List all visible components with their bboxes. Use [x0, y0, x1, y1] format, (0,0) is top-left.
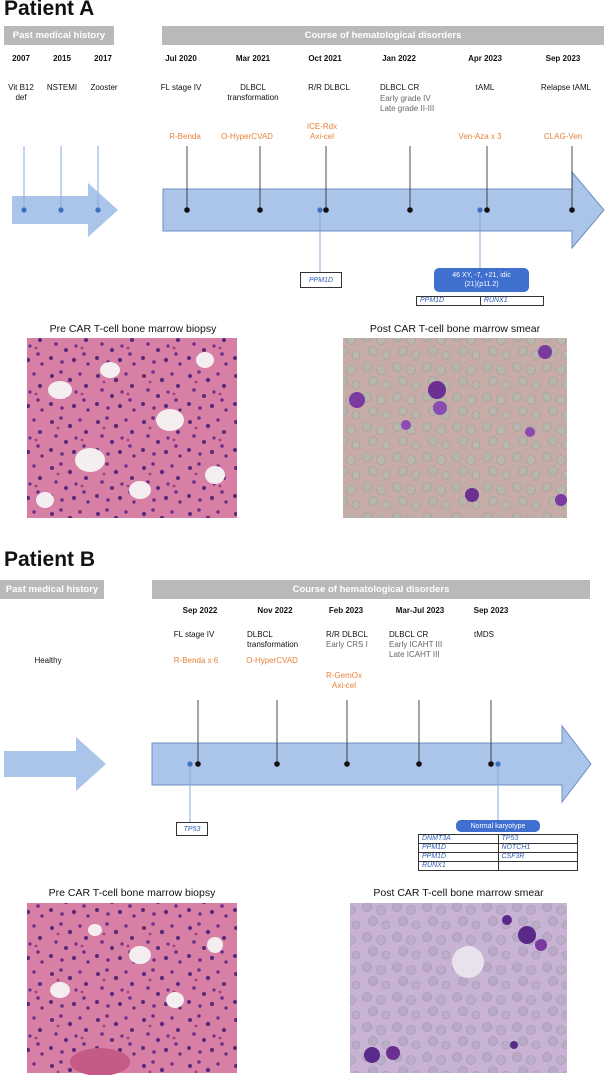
- treatment-label: R-Benda x 6: [173, 656, 219, 665]
- past-dot-2007: [21, 207, 27, 213]
- mutation-cell: RUNX1: [479, 296, 545, 306]
- post-image-title-a: Post CAR T-cell bone marrow smear: [369, 323, 541, 335]
- treatment-label: O-HyperCVAD: [221, 132, 273, 141]
- event-label: DLBCL transformation: [227, 83, 279, 102]
- past-history-label-a: Past medical history: [12, 30, 106, 41]
- course-arrow-a: [162, 170, 605, 250]
- mutation-cell: PPM1D: [418, 852, 499, 862]
- event-date: Sep 2023: [473, 606, 509, 615]
- post-smear-image-b: [350, 903, 567, 1073]
- treatment-label: O-HyperCVAD: [246, 656, 298, 665]
- event-label: tAML: [475, 83, 495, 92]
- past-year: 2017: [94, 54, 112, 63]
- mutation-cell: DNMT3A: [418, 834, 499, 844]
- event-label: tMDS: [474, 630, 494, 639]
- event-label: FL stage IV: [173, 630, 215, 639]
- past-event-label: Vit B12 def: [8, 83, 34, 102]
- karyotype-mutations-b: DNMT3A TP53 PPM1D NOTCH1 PPM1D CSF3R RUN…: [418, 834, 578, 871]
- treatment-label: CLAG-Ven: [543, 132, 583, 141]
- mutation-cell: TP53: [497, 834, 578, 844]
- mutation-cell: PPM1D: [418, 843, 499, 853]
- past-history-bar-b: Past medical history: [0, 580, 104, 599]
- mutation-box-a: PPM1D: [300, 272, 342, 288]
- event-label: FL stage IV: [160, 83, 202, 92]
- treatment-label: Ven-Aza x 3: [458, 132, 502, 141]
- treatment-label: ICE-Rdx Axi-cel: [306, 122, 338, 141]
- past-history-bar-a: Past medical history: [4, 26, 114, 45]
- karyotype-mutations-a: PPM1D RUNX1: [416, 296, 545, 306]
- past-year: 2015: [53, 54, 71, 63]
- post-smear-image-a: [343, 338, 567, 518]
- course-label-a: Course of hematological disorders: [304, 30, 462, 41]
- event-sublabel: Early CRS I: [326, 640, 368, 649]
- mutation-cell: NOTCH1: [497, 843, 578, 853]
- past-dot-2017: [95, 207, 101, 213]
- event-date: Jan 2022: [382, 54, 416, 63]
- event-label: R/R DLBCL: [308, 83, 350, 92]
- post-image-title-b: Post CAR T-cell bone marrow smear: [373, 887, 544, 899]
- past-dot-2015: [58, 207, 64, 213]
- course-arrow-b: [151, 724, 592, 804]
- event-date: Apr 2023: [468, 54, 502, 63]
- event-date: Mar-Jul 2023: [395, 606, 445, 615]
- event-label: DLBCL CR: [380, 83, 420, 92]
- mutation-cell: RUNX1: [418, 861, 499, 871]
- event-label: DLBCL transformation: [247, 630, 299, 649]
- treatment-label: R-GemOx Axi-cel: [326, 671, 362, 690]
- event-label: R/R DLBCL: [326, 630, 368, 639]
- past-history-arrow-b: [4, 737, 106, 791]
- mutation-cell: [497, 861, 578, 871]
- event-date: Sep 2023: [545, 54, 581, 63]
- event-sublabel: Early ICAHT III Late ICAHT III: [389, 640, 443, 659]
- mutation-box-b: TP53: [176, 822, 208, 836]
- event-date: Mar 2021: [235, 54, 271, 63]
- mutation-cell: CSF3R: [497, 852, 578, 862]
- pre-image-title-a: Pre CAR T-cell bone marrow biopsy: [49, 323, 217, 335]
- course-bar-b: Course of hematological disorders: [152, 580, 590, 599]
- event-sublabel: Early grade IV Late grade II-III: [380, 94, 435, 113]
- past-history-label-b: Past medical history: [5, 584, 99, 595]
- past-event-label: NSTEMI: [46, 83, 78, 92]
- event-date: Oct 2021: [308, 54, 342, 63]
- event-date: Sep 2022: [182, 606, 218, 615]
- past-event-label: Zooster: [90, 83, 118, 92]
- treatment-label: R-Benda: [169, 132, 201, 141]
- event-date: Jul 2020: [165, 54, 197, 63]
- course-bar-a: Course of hematological disorders: [162, 26, 604, 45]
- pre-image-title-b: Pre CAR T-cell bone marrow biopsy: [48, 887, 216, 899]
- karyotype-badge-a: 46 XY, -7, +21, idic (21)(p11.2): [434, 268, 529, 292]
- past-year: 2007: [12, 54, 30, 63]
- patient-b-title: Patient B: [4, 548, 96, 571]
- mutation-cell: PPM1D: [416, 296, 481, 306]
- past-history-arrow-a: [12, 183, 118, 237]
- event-label: DLBCL CR: [389, 630, 429, 639]
- patient-a-title: Patient A: [4, 0, 95, 20]
- past-status-b: Healthy: [34, 656, 62, 665]
- event-date: Nov 2022: [257, 606, 293, 615]
- course-label-b: Course of hematological disorders: [292, 584, 450, 595]
- event-date: Feb 2023: [328, 606, 364, 615]
- karyotype-badge-b: Normal karyotype: [456, 820, 540, 832]
- event-label: Relapse tAML: [540, 83, 592, 92]
